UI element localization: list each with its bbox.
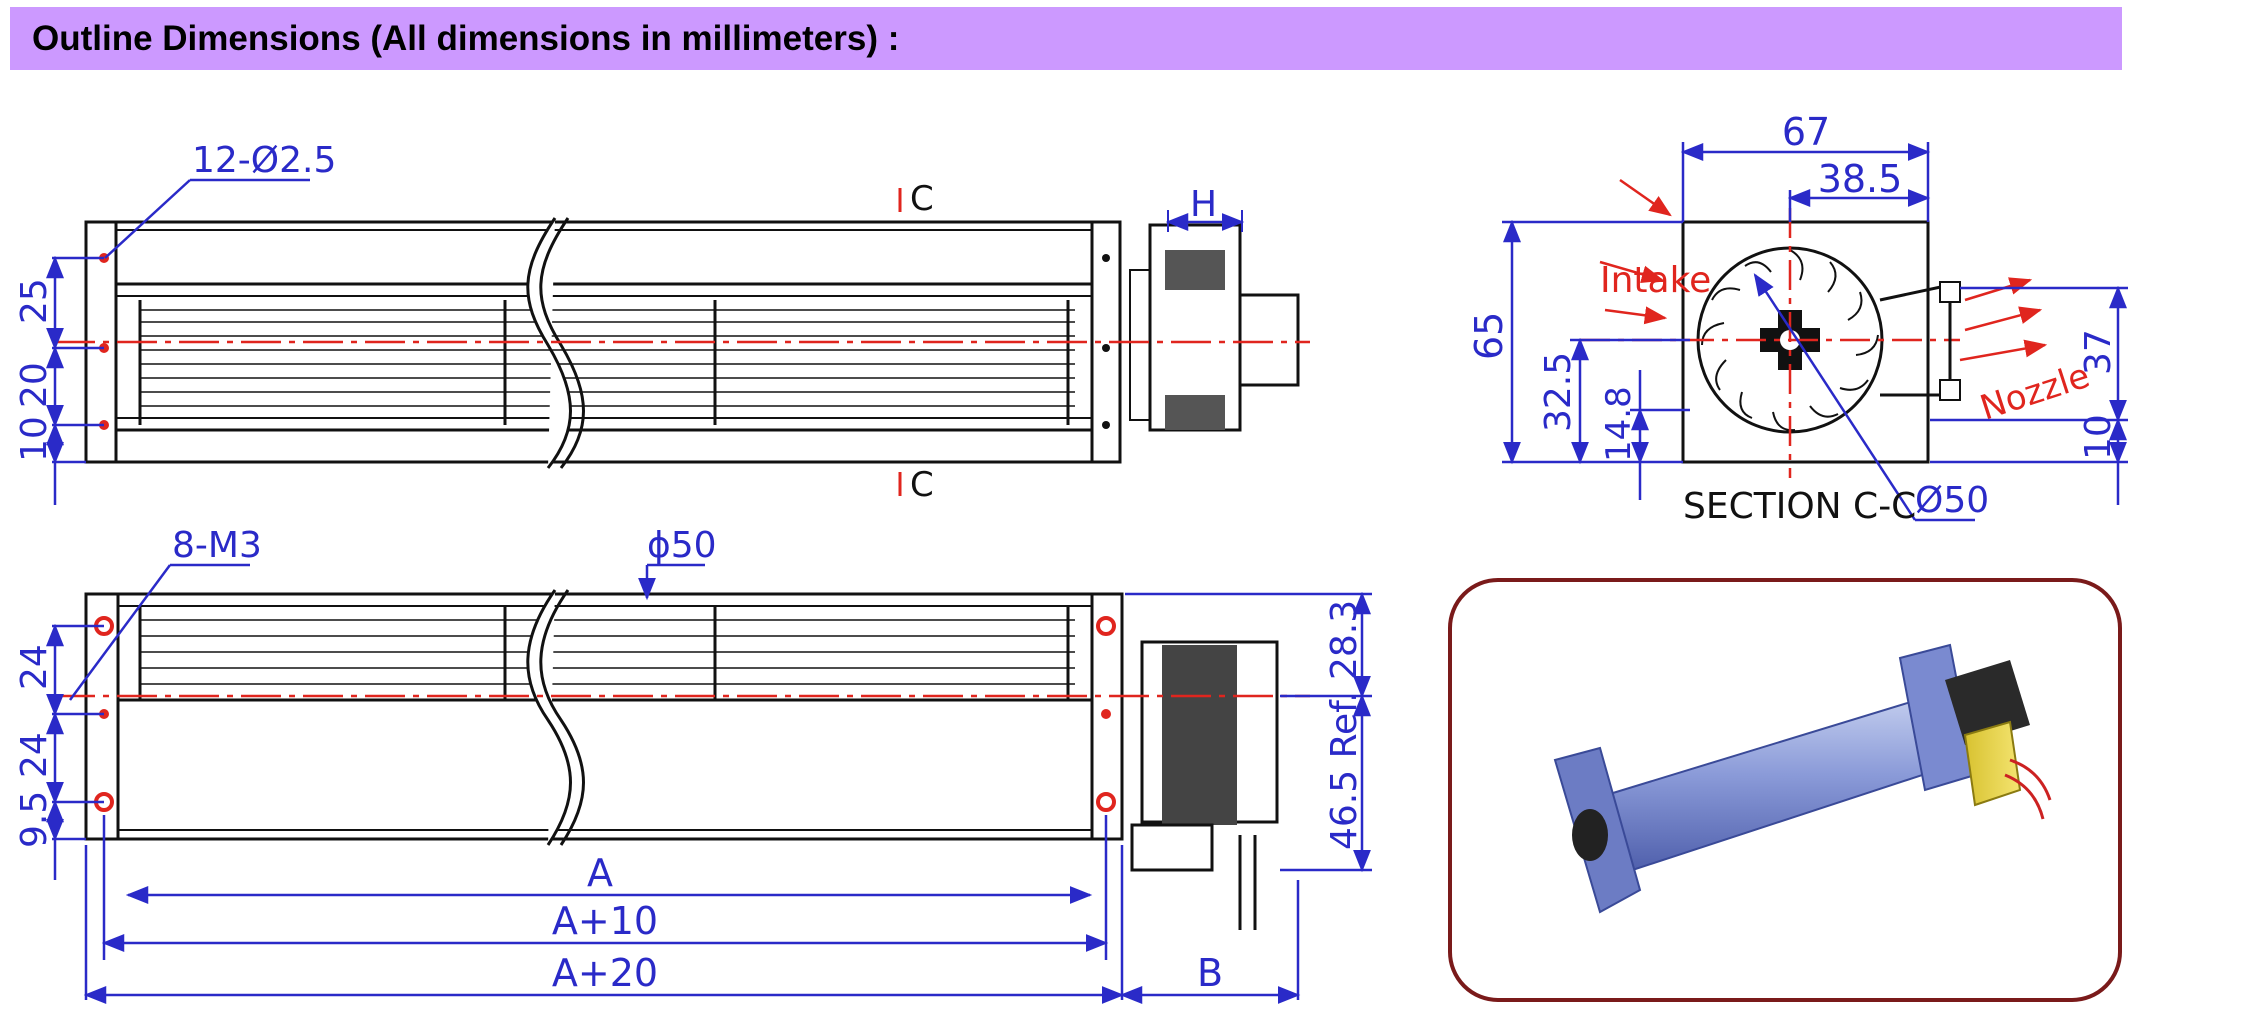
section-dim-10: 10: [2078, 414, 2119, 460]
diameter-label: ϕ50: [647, 525, 717, 566]
top-dim-10: 10: [14, 416, 55, 462]
front-dim-24a: 24: [14, 644, 55, 690]
front-dim-28-3: 28.3: [1324, 600, 1365, 680]
section-view: Intake Nozzle 67 38.5 65 32.5 14.8: [1467, 110, 2128, 527]
front-view: 8-M3 ϕ50 24 24 9.5 28.3 46.5 Ref.: [14, 525, 1372, 1004]
dim-a-plus-20: A+20: [552, 951, 658, 995]
section-dim-67: 67: [1782, 110, 1830, 154]
section-dim-14-8: 14.8: [1599, 386, 1639, 462]
dim-a-plus-10: A+10: [552, 899, 658, 943]
intake-label: Intake: [1600, 260, 1711, 301]
header-bar: Outline Dimensions (All dimensions in mi…: [10, 7, 2122, 70]
section-diameter-label: Ø50: [1915, 480, 1989, 521]
section-dim-38-5: 38.5: [1818, 157, 1903, 201]
front-dim-24b: 24: [14, 732, 55, 778]
section-dim-65: 65: [1467, 312, 1511, 360]
product-photo: [1448, 578, 2122, 1002]
section-dim-32-5: 32.5: [1538, 352, 1579, 432]
front-dim-9-5: 9.5: [14, 791, 55, 848]
holes-label: 12-Ø2.5: [192, 140, 336, 181]
top-view: C C 12-Ø2.5 H 25 20 10: [14, 140, 1310, 505]
nozzle-label: Nozzle: [1975, 356, 2094, 429]
section-mark-top: C: [910, 179, 934, 219]
top-dim-25: 25: [14, 278, 55, 324]
motor-dim-label: H: [1190, 184, 1217, 225]
dim-a: A: [587, 851, 613, 895]
section-title: SECTION C-C: [1683, 486, 1916, 527]
cross-flow-fan-render-icon: [1553, 643, 2052, 914]
section-mark-bottom: C: [910, 465, 934, 505]
front-dim-46-5-ref: 46.5 Ref.: [1324, 691, 1365, 850]
section-dim-37: 37: [2078, 329, 2119, 375]
dim-b: B: [1197, 951, 1223, 995]
page-title: Outline Dimensions (All dimensions in mi…: [32, 19, 900, 58]
top-dim-20: 20: [14, 362, 55, 408]
threads-label: 8-M3: [172, 525, 262, 566]
